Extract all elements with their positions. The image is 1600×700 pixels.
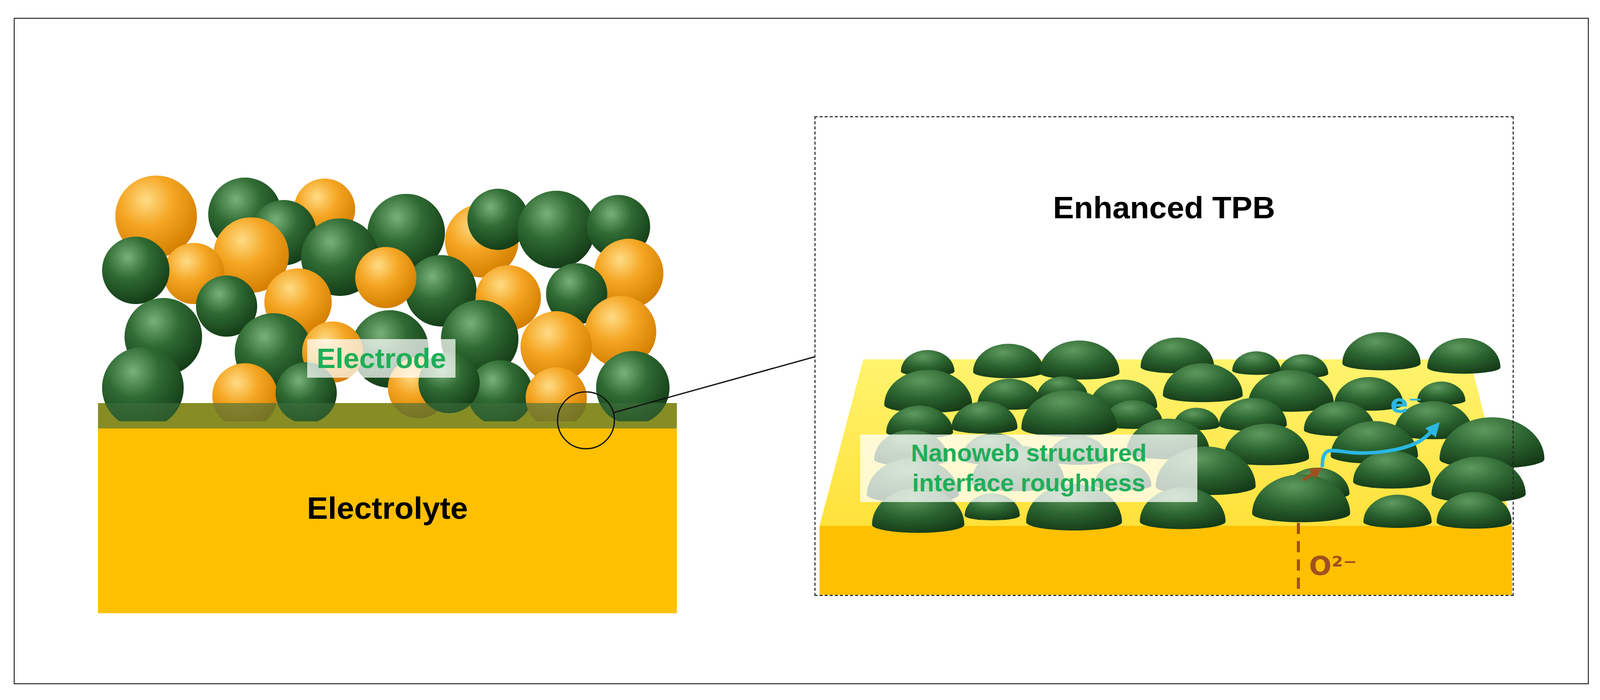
outer-frame bbox=[14, 18, 1589, 684]
dome bbox=[951, 401, 1018, 434]
dome bbox=[1039, 340, 1120, 380]
oxygen-ion-arrow bbox=[1302, 470, 1319, 481]
electrolyte-slab: Electrolyte bbox=[98, 428, 677, 589]
zoom-circle bbox=[557, 392, 615, 449]
electron-label: e⁻ bbox=[1390, 388, 1423, 420]
nanoweb-domes bbox=[866, 332, 1545, 533]
node-label: Electrolyte bbox=[306, 488, 468, 528]
electron-arrow bbox=[1322, 426, 1436, 468]
node-label: Electrode bbox=[316, 341, 446, 376]
dome bbox=[1252, 474, 1351, 523]
dome bbox=[1232, 351, 1281, 376]
dome bbox=[1342, 332, 1421, 371]
dome bbox=[1417, 381, 1466, 406]
dome bbox=[1021, 389, 1117, 437]
zoom-leader-line bbox=[613, 356, 815, 413]
interface-front-face bbox=[819, 526, 1513, 596]
magnified-view-box: Enhanced TPB Nanoweb structured interface… bbox=[814, 116, 1514, 597]
dome bbox=[884, 370, 972, 414]
electrode-label: Electrode bbox=[307, 339, 455, 378]
heading: Enhanced TPB bbox=[815, 188, 1513, 227]
orange-particle bbox=[354, 246, 417, 309]
electrode-particles bbox=[102, 175, 670, 422]
interface-band bbox=[98, 403, 677, 429]
green-particle bbox=[517, 190, 596, 269]
electrolyte-layer bbox=[98, 403, 677, 614]
charge-arrows bbox=[1298, 426, 1436, 590]
dome bbox=[1353, 450, 1431, 489]
green-particle bbox=[102, 236, 170, 305]
oxygen-ion-path bbox=[1296, 523, 1300, 590]
oxygen-ion-label: O²⁻ bbox=[1309, 551, 1357, 582]
dome bbox=[972, 343, 1044, 379]
interface-label: Nanoweb structured interface roughness bbox=[860, 434, 1198, 503]
node-label: Nanoweb structured interface roughness bbox=[870, 438, 1188, 499]
dome bbox=[1162, 363, 1243, 403]
dome bbox=[1436, 492, 1512, 529]
dome bbox=[1363, 494, 1432, 529]
dome bbox=[1427, 338, 1501, 374]
